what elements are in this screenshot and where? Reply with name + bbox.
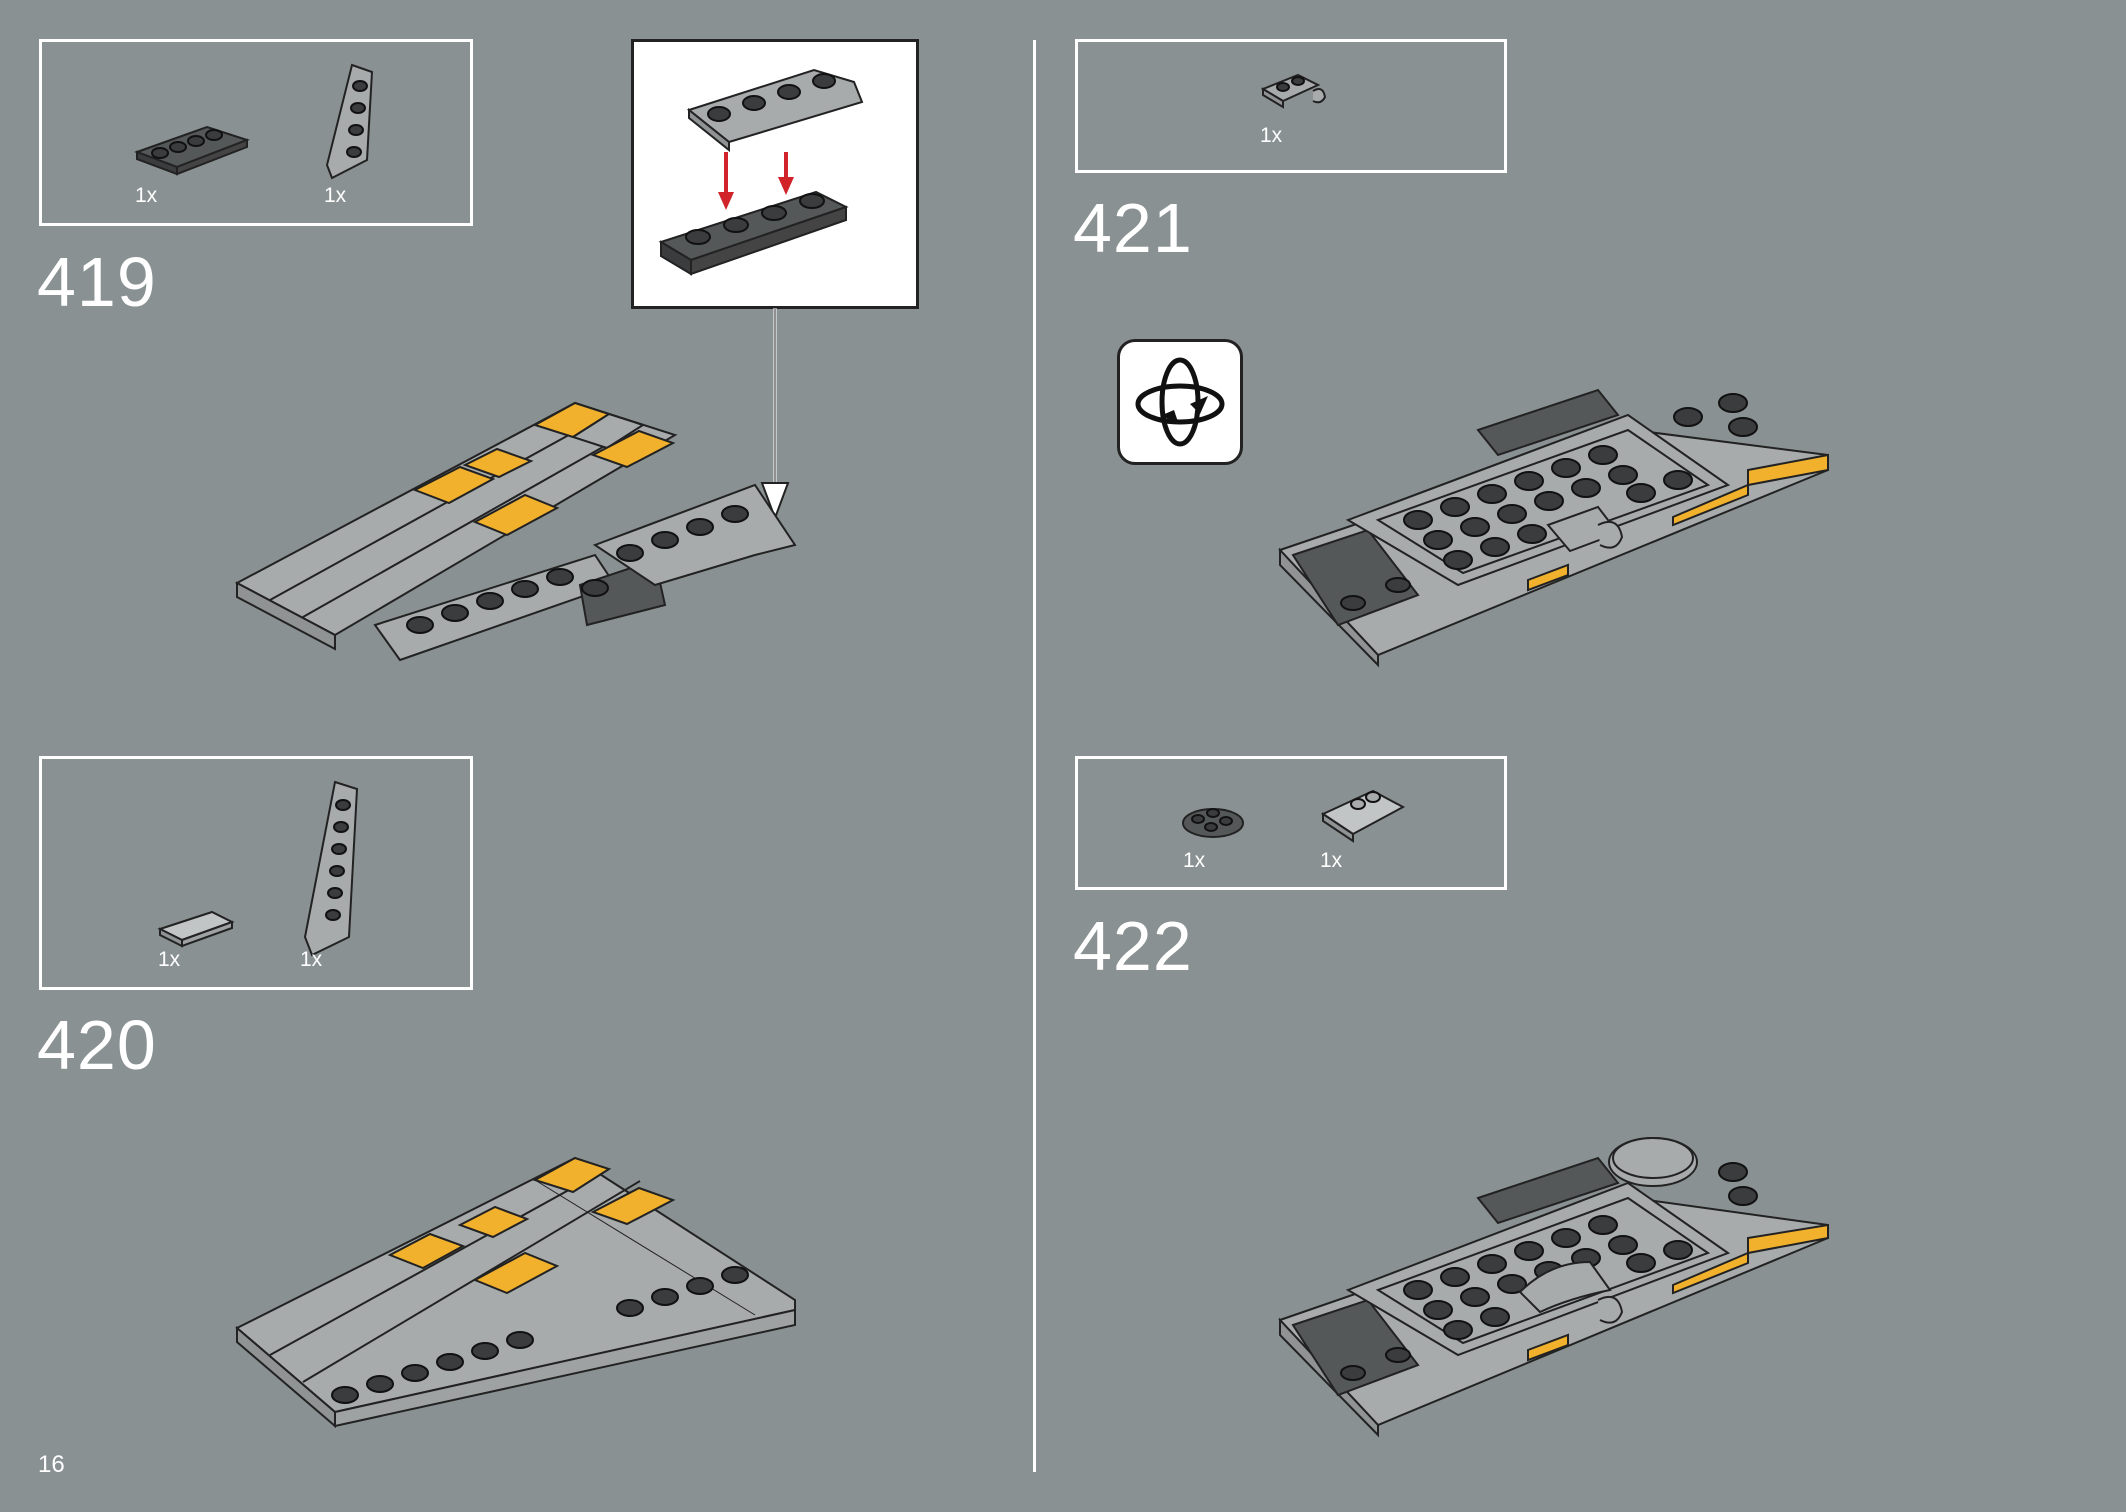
- model-step-420: [235, 1156, 796, 1429]
- step-number: 419: [37, 243, 157, 321]
- parts-callout-422: 1x 1x: [1075, 756, 1507, 890]
- light-gray-tile-icon: [157, 910, 235, 948]
- rotate-icon: [1135, 357, 1225, 447]
- down-arrow-icon: [760, 308, 790, 521]
- light-gray-wedge-plate-icon: [325, 63, 374, 180]
- dark-plate-drawing: [658, 190, 849, 276]
- page-number: 16: [38, 1451, 65, 1478]
- part-qty: 1x: [158, 948, 181, 971]
- subassembly-inset: [631, 39, 919, 309]
- step-number: 421: [1073, 189, 1193, 267]
- parts-callout-419: 1x 1x: [39, 39, 473, 226]
- rotate-model-icon: [1117, 339, 1243, 465]
- part-qty: 1x: [324, 184, 347, 207]
- part-qty: 1x: [1320, 849, 1343, 872]
- part-qty: 1x: [135, 184, 158, 207]
- parts-callout-421: 1x: [1075, 39, 1507, 173]
- light-gray-wedge-plate-icon: [303, 780, 359, 957]
- model-step-419: [234, 401, 797, 662]
- part-qty: 1x: [1260, 124, 1283, 147]
- part-qty: 1x: [300, 948, 323, 971]
- dark-gray-plate-1x4-icon: [134, 125, 250, 176]
- red-arrows-icon: [718, 152, 794, 210]
- part-qty: 1x: [1183, 849, 1206, 872]
- step-number: 422: [1073, 907, 1193, 985]
- model-step-422: [1278, 1137, 1829, 1438]
- light-gray-clip-plate-icon: [1260, 73, 1327, 109]
- page-divider: [1033, 40, 1036, 1472]
- model-step-421: [1278, 388, 1829, 668]
- light-gray-slope-icon: [1320, 789, 1406, 843]
- dark-gray-round-plate-icon: [1182, 808, 1244, 838]
- parts-callout-420: 1x 1x: [39, 756, 473, 990]
- step-number: 420: [37, 1006, 157, 1084]
- wedge-plate-drawing: [686, 68, 864, 153]
